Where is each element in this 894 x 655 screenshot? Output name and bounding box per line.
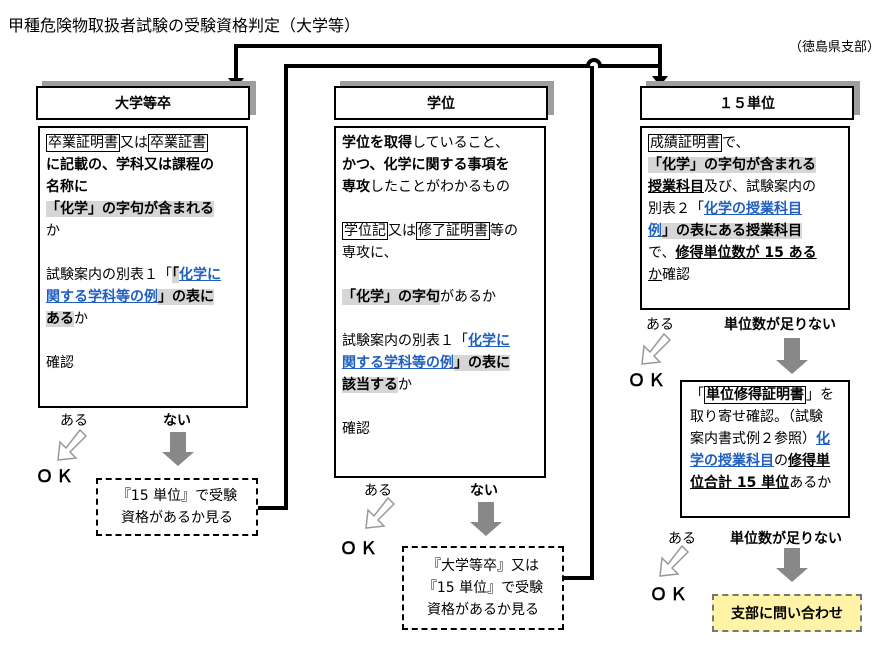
header-15-units: １５単位 [640,86,854,120]
down-arrow-col3 [776,338,808,374]
box-15-units-criteria: 成績証明書で、 「化学」の字句が含まれる 授業科目及び、試験案内の 別表２「化学… [640,126,850,310]
label-insufficient-box4: 単位数が足りない [730,531,842,547]
label-yes-col3: ある [646,317,674,333]
ok-col3: ＯＫ [628,371,668,391]
header-university: 大学等卒 [36,86,250,120]
arrowhead-left [228,78,244,88]
box-degree-criteria: 学位を取得していること、 かつ、化学に関する事項を 専攻したことがわかるもの 学… [334,126,546,478]
contact-branch-box: 支部に問い合わせ [712,594,862,632]
line-15unit-to-15unit [258,58,660,510]
yes-arrow-col2 [365,496,396,529]
label-yes-box4: ある [668,531,696,547]
down-arrow-col1 [162,432,194,466]
label-insufficient-col3: 単位数が足りない [724,317,836,333]
label-yes-col1: ある [60,413,88,429]
box-check-university-or-15-units: 『大学等卒』又は『15 単位』で受験資格があるか見る [402,546,564,630]
box-university-criteria: 卒業証明書又は卒業証書 に記載の、学科又は課程の 名称に 「化学」の字句が含まれ… [38,126,248,408]
ok-col1: ＯＫ [36,467,76,487]
box-credit-certificate: 「単位修得証明書」を 取り寄せ確認。（試験 案内書式例２参照）化 学の授業科目の… [680,380,850,518]
label-no-col2: ない [470,483,498,499]
down-arrow-col3-b [776,548,808,582]
label-yes-col2: ある [364,483,392,499]
box-check-15-units: 『15 単位』で受験資格があるか見る [96,478,258,536]
yes-arrow-col1 [57,428,88,461]
yes-arrow-col3-b [659,544,690,577]
yes-arrow-col3 [641,332,672,365]
line-top-connector [234,44,662,80]
ok-col2: ＯＫ [340,539,380,559]
branch-label: （徳島県支部） [788,40,880,55]
arrowhead-right [652,76,668,86]
ok-box4: ＯＫ [650,585,690,605]
down-arrow-col2 [470,502,502,536]
label-no-col1: ない [163,413,191,429]
header-degree: 学位 [334,86,548,120]
page-title: 甲種危険物取扱者試験の受験資格判定（大学等） [8,16,361,35]
